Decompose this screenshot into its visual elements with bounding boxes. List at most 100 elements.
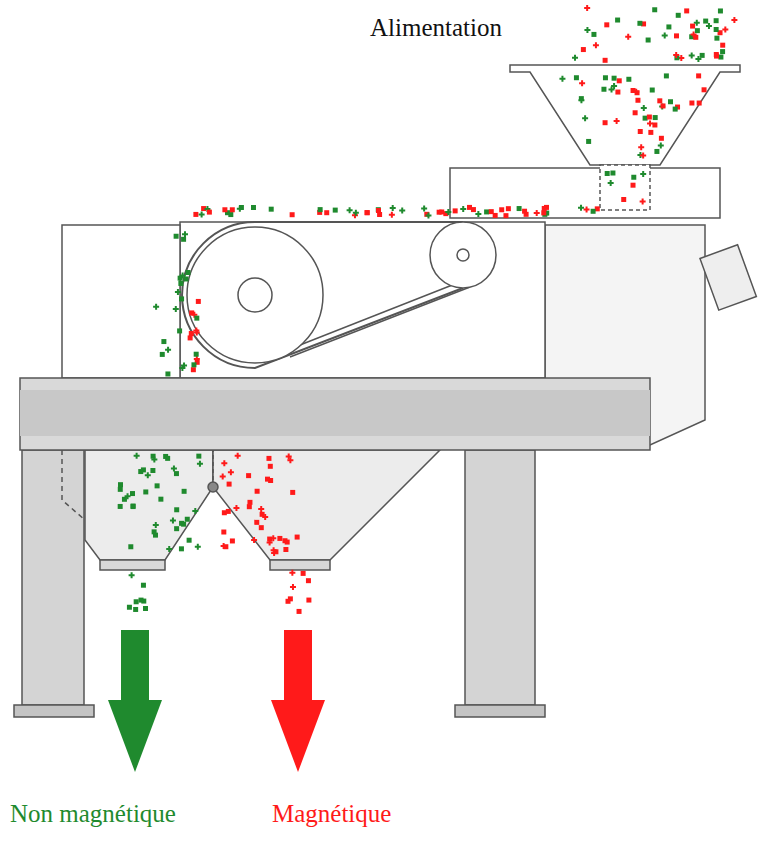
particle	[269, 207, 274, 212]
particle	[638, 129, 643, 134]
particle	[720, 43, 725, 48]
magnetic-hopper	[213, 450, 440, 560]
particle	[695, 28, 700, 33]
particle	[445, 209, 451, 215]
particle	[254, 520, 259, 525]
feed-hopper	[510, 65, 740, 165]
particle	[625, 34, 631, 40]
particle	[718, 55, 723, 60]
particle	[666, 24, 671, 29]
particle	[143, 606, 148, 611]
particle	[175, 289, 181, 295]
particle	[637, 21, 642, 26]
particle	[720, 49, 725, 54]
particle	[591, 209, 596, 214]
particle	[196, 454, 201, 459]
particle	[703, 19, 708, 24]
particle	[475, 211, 481, 217]
particle	[247, 500, 252, 505]
particle	[347, 207, 353, 213]
particle	[714, 27, 719, 32]
left-housing	[62, 225, 180, 378]
particle	[194, 352, 199, 357]
particle	[578, 205, 584, 211]
outlet	[100, 560, 165, 570]
particle	[179, 365, 185, 371]
feed-chute	[600, 165, 650, 210]
particle	[714, 36, 719, 41]
particle	[460, 206, 466, 212]
particle	[377, 212, 382, 217]
particle	[604, 22, 609, 27]
particle	[199, 212, 205, 218]
particle	[581, 47, 586, 52]
particle	[365, 210, 370, 215]
particle	[194, 356, 200, 362]
particle	[365, 210, 370, 215]
particle	[174, 507, 179, 512]
particle	[306, 578, 311, 583]
particle	[155, 483, 160, 488]
particle	[593, 42, 599, 48]
conveyor-belt	[182, 222, 463, 368]
particle	[714, 52, 719, 57]
particle	[127, 605, 132, 610]
particle	[689, 52, 695, 58]
particle	[178, 281, 183, 286]
particle	[270, 535, 276, 541]
left-foot	[14, 705, 94, 717]
motor	[700, 245, 756, 310]
particle	[706, 23, 712, 29]
particle	[160, 352, 165, 357]
particle	[251, 537, 257, 543]
particle	[191, 362, 196, 367]
magnetic-arrow	[271, 630, 325, 772]
particle	[174, 526, 179, 531]
particle	[586, 139, 591, 144]
particle	[506, 206, 511, 211]
particle	[174, 471, 179, 476]
particle	[286, 599, 291, 604]
particle	[601, 87, 606, 92]
particle	[247, 504, 252, 509]
particle	[246, 473, 251, 478]
particle	[695, 56, 701, 62]
particle	[251, 205, 256, 210]
particle	[165, 347, 171, 353]
particle	[696, 73, 701, 78]
particle	[641, 105, 647, 111]
particle	[258, 506, 264, 512]
particle	[652, 7, 657, 12]
particle	[608, 180, 614, 186]
particle	[306, 598, 311, 603]
particle	[584, 27, 590, 33]
particle	[174, 234, 179, 239]
particle	[689, 101, 694, 106]
particle	[611, 83, 617, 89]
particle	[425, 213, 431, 219]
particle	[542, 206, 547, 211]
particle	[722, 26, 728, 32]
particle	[118, 482, 123, 487]
particle	[467, 205, 472, 210]
particle	[559, 76, 565, 82]
particle	[171, 466, 177, 472]
particle	[659, 136, 664, 141]
particle	[131, 504, 136, 509]
particle	[230, 207, 235, 212]
particle	[522, 209, 527, 214]
particle	[207, 210, 212, 215]
particle	[574, 75, 579, 80]
particle	[134, 453, 140, 459]
particle	[572, 55, 578, 61]
non-magnetic-arrow	[108, 630, 162, 772]
idler-pulley	[430, 222, 496, 288]
magnetic-pulley	[187, 227, 323, 363]
pulley-hub	[238, 278, 272, 312]
particle	[122, 497, 127, 502]
particle	[158, 497, 163, 502]
particle	[631, 175, 636, 180]
particle	[287, 457, 293, 463]
